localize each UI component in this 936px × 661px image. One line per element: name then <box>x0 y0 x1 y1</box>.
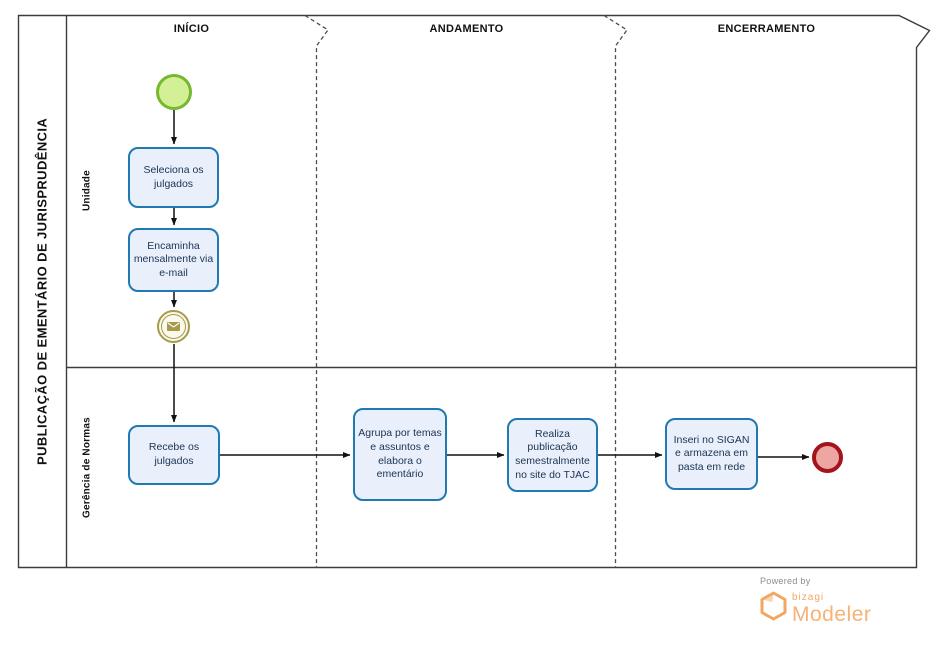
bizagi-wordmark: bizagi <box>792 592 825 603</box>
task-label: Realiza publicação semestralmente no sit… <box>515 427 590 481</box>
phase-header-inicio: INÍCIO <box>173 23 210 35</box>
message-intermediate-event <box>157 310 190 343</box>
task-recebe-os-julgados: Recebe os julgados <box>128 425 220 485</box>
task-label: Agrupa por temas e assuntos e elabora o … <box>358 427 442 481</box>
task-encaminha-mensalmente: Encaminha mensalmente via e-mail <box>128 228 219 292</box>
task-label: Recebe os julgados <box>148 441 200 467</box>
task-inseri-no-sigan: Inseri no SIGAN e armazena em pasta em r… <box>665 418 758 490</box>
message-event-inner-ring <box>161 314 186 339</box>
lane-label-unidade: Unidade <box>81 170 93 212</box>
task-agrupa-por-temas: Agrupa por temas e assuntos e elabora o … <box>353 408 447 501</box>
task-label: Encaminha mensalmente via e-mail <box>133 239 214 279</box>
lane-label-gerencia-de-normas: Gerência de Normas <box>81 417 93 518</box>
phase-divider-inicio-andamento <box>304 14 329 568</box>
modeler-wordmark: Modeler <box>792 603 872 626</box>
phase-header-encerramento: ENCERRAMENTO <box>717 23 816 35</box>
start-event-icon <box>156 74 192 110</box>
pool-border <box>17 14 931 569</box>
bizagi-box-icon <box>760 591 787 621</box>
phase-header-andamento: ANDAMENTO <box>429 23 504 35</box>
powered-by-text: Powered by <box>760 576 811 586</box>
pool-title: PUBLICAÇÃO DE EMENTÁRIO DE JURISPRUDÊNCI… <box>34 117 50 466</box>
bizagi-branding: Powered by bizagi Modeler <box>760 576 930 625</box>
task-seleciona-os-julgados: Seleciona os julgados <box>128 147 219 208</box>
phase-divider-andamento-encerramento <box>603 14 628 568</box>
task-realiza-publicacao: Realiza publicação semestralmente no sit… <box>507 418 598 492</box>
task-label: Seleciona os julgados <box>143 163 204 190</box>
message-envelope-icon <box>167 322 180 331</box>
task-label: Inseri no SIGAN e armazena em pasta em r… <box>673 433 750 473</box>
end-event-icon <box>812 442 843 473</box>
